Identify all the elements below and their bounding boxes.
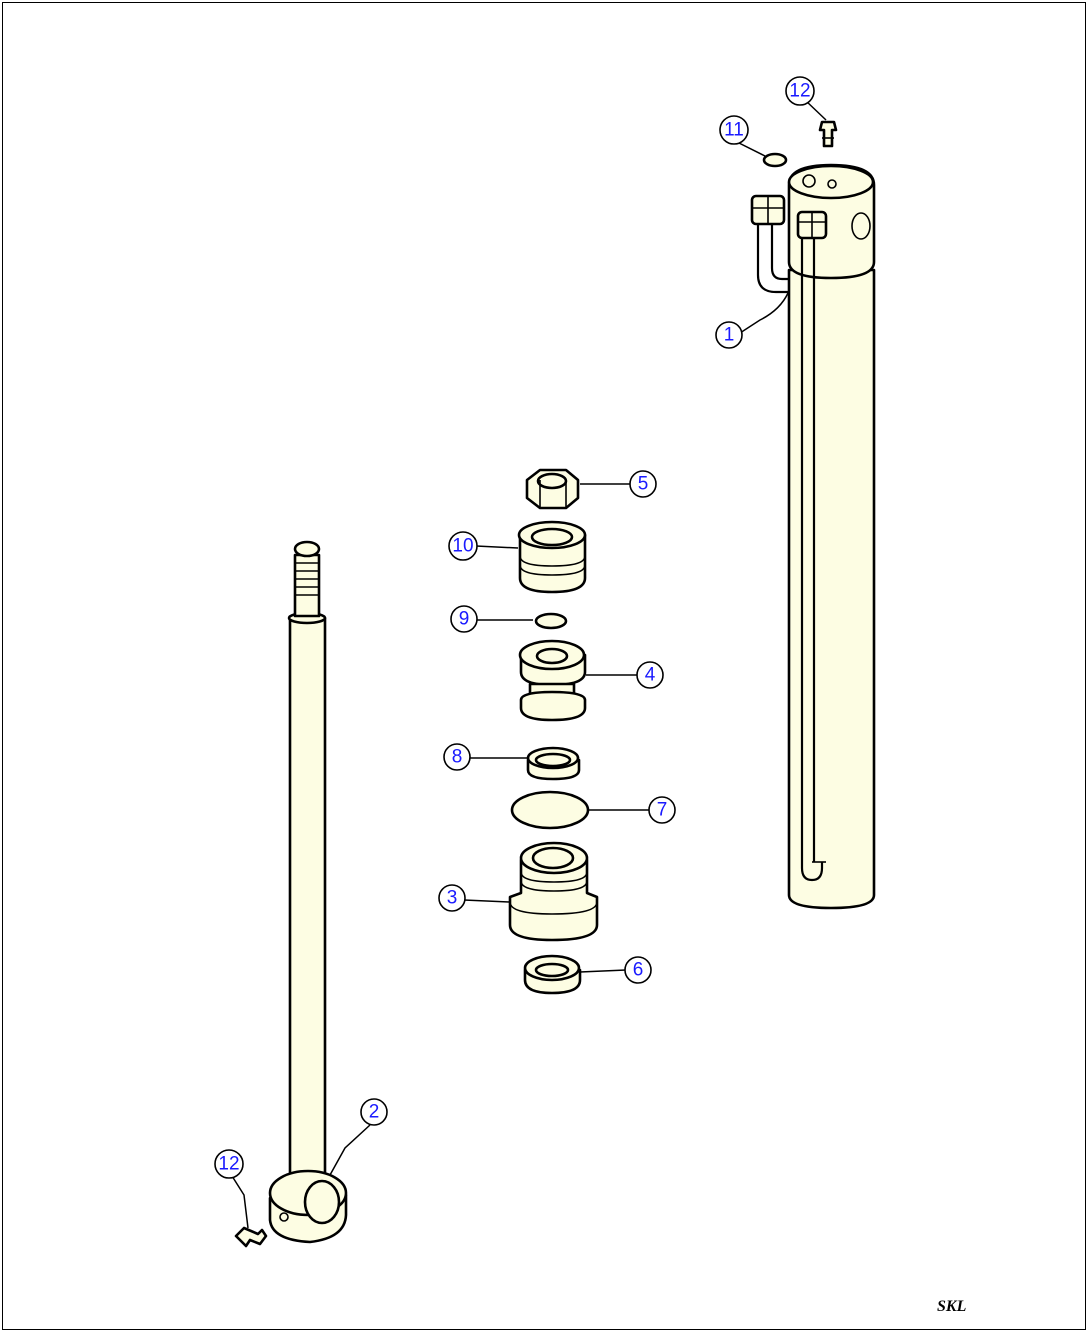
callout-2: 2 bbox=[360, 1098, 388, 1126]
callout-2-label: 2 bbox=[369, 1102, 380, 1123]
o-ring-7 bbox=[510, 790, 590, 830]
callout-10-label: 10 bbox=[452, 536, 473, 557]
callout-9: 9 bbox=[450, 605, 478, 633]
dust-seal-6 bbox=[523, 954, 582, 995]
gland bbox=[508, 841, 599, 942]
callout-6: 6 bbox=[624, 956, 652, 984]
callout-11-label: 11 bbox=[724, 120, 744, 141]
callout-8-label: 8 bbox=[452, 747, 463, 768]
o-ring-11 bbox=[762, 152, 788, 168]
grease-nipple-bottom bbox=[234, 1226, 268, 1248]
callout-1: 1 bbox=[715, 321, 743, 349]
callout-12-top-label: 12 bbox=[789, 81, 810, 102]
callout-7-label: 7 bbox=[657, 800, 668, 821]
grease-nipple-top bbox=[818, 120, 838, 148]
cylinder-tube bbox=[750, 163, 876, 910]
drawing-code: SKL bbox=[937, 1298, 967, 1315]
cylinder-head bbox=[518, 639, 587, 722]
callout-10: 10 bbox=[448, 531, 478, 561]
callout-7: 7 bbox=[648, 796, 676, 824]
callout-12-top: 12 bbox=[785, 76, 815, 106]
callout-4-label: 4 bbox=[645, 665, 656, 686]
callout-5-label: 5 bbox=[638, 474, 649, 495]
backup-ring-8 bbox=[526, 746, 581, 781]
callout-1-label: 1 bbox=[724, 325, 735, 346]
callout-9-label: 9 bbox=[459, 609, 470, 630]
piston-nut bbox=[525, 468, 580, 510]
callout-4: 4 bbox=[636, 661, 664, 689]
callout-11: 11 bbox=[719, 115, 749, 145]
callout-6-label: 6 bbox=[633, 960, 644, 981]
callout-12-bottom: 12 bbox=[214, 1149, 244, 1179]
piston bbox=[517, 520, 587, 594]
callout-5: 5 bbox=[629, 470, 657, 498]
callout-12-bottom-label: 12 bbox=[218, 1154, 239, 1175]
piston-rod bbox=[268, 540, 348, 1244]
callout-3-label: 3 bbox=[447, 888, 458, 909]
callout-3: 3 bbox=[438, 884, 466, 912]
o-ring-9 bbox=[534, 612, 568, 630]
callout-8: 8 bbox=[443, 743, 471, 771]
